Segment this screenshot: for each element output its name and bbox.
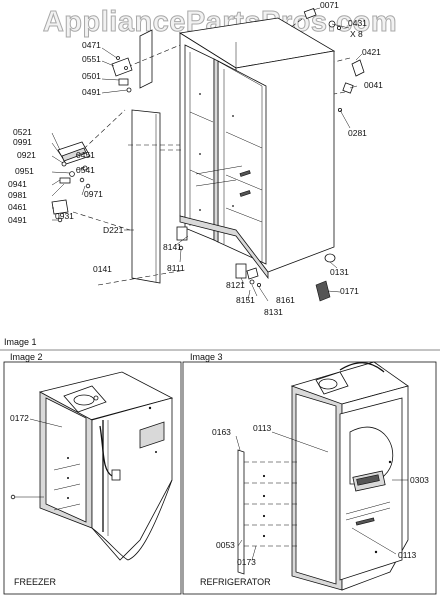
callout-0163: 0163	[212, 427, 231, 437]
callout-0421: 0421	[362, 47, 381, 57]
callout-0431: 0431	[348, 18, 367, 28]
callout-8131: 8131	[264, 307, 283, 317]
callout-0281: 0281	[348, 128, 367, 138]
callout-0931: 0931	[55, 211, 74, 221]
callout-0941: 0941	[8, 179, 27, 189]
callout-0981: 0981	[8, 190, 27, 200]
callout-8111: 8111	[167, 263, 185, 273]
image2-frame	[3, 361, 182, 595]
fridge-top-hinge	[315, 362, 385, 395]
callout-0501: 0501	[82, 71, 101, 81]
freezer-cabinet-side	[91, 397, 173, 561]
callout-0551: 0551	[82, 54, 101, 64]
callout-0541: 0541	[76, 165, 95, 175]
caption-freezer: FREEZER	[14, 577, 57, 587]
image3-frame	[182, 361, 437, 595]
callout-0171: 0171	[340, 286, 359, 296]
caption-image1: Image 1	[4, 337, 37, 347]
callout-d221: D221	[103, 225, 124, 235]
callout-0451: 0451	[76, 150, 95, 160]
callout-0921: 0921	[17, 150, 36, 160]
callout-0491-upper: 0491	[82, 87, 101, 97]
cabinet-exploded-view	[51, 7, 365, 302]
gasket-strip	[237, 449, 245, 575]
bottom-rail	[179, 215, 269, 280]
callout-0053: 0053	[216, 540, 235, 550]
upper-hinge	[111, 56, 133, 93]
leveling-leg	[315, 280, 331, 302]
freezer-opening	[184, 44, 215, 241]
callout-8151: 8151	[236, 295, 255, 305]
callout-0991: 0991	[13, 137, 32, 147]
caption-image3: Image 3	[190, 352, 223, 362]
center-mullion	[213, 58, 219, 243]
refrigerator-detail-view	[235, 361, 409, 591]
callout-0141: 0141	[93, 264, 112, 274]
callout-0951: 0951	[15, 166, 34, 176]
callout-8161: 8161	[276, 295, 295, 305]
callout-0521: 0521	[13, 127, 32, 137]
caption-image2: Image 2	[10, 352, 43, 362]
callout-0131: 0131	[330, 267, 349, 277]
callout-0971: 0971	[84, 189, 103, 199]
freezer-detail-view	[10, 371, 174, 561]
callout-8121: 8121	[226, 280, 245, 290]
freezer-top-hinge	[63, 385, 107, 413]
caption-refrigerator: REFRIGERATOR	[200, 577, 271, 587]
callout-0461: 0461	[8, 202, 27, 212]
callout-0471: 0471	[82, 40, 101, 50]
freezer-door-panel	[131, 109, 161, 284]
callout-0113-upper: 0113	[253, 423, 272, 433]
callout-0071: 0071	[320, 0, 339, 10]
right-hardware	[303, 7, 365, 302]
callout-x8: X 8	[350, 29, 363, 39]
callout-0491-lower: 0491	[8, 215, 27, 225]
callout-0173: 0173	[237, 557, 256, 567]
callout-0041: 0041	[364, 80, 383, 90]
callout-8141: 8141	[163, 242, 182, 252]
callout-0113-lower: 0113	[398, 550, 417, 560]
callout-0172: 0172	[10, 413, 29, 423]
callout-0303: 0303	[410, 475, 429, 485]
hinge-assembly	[51, 141, 91, 223]
